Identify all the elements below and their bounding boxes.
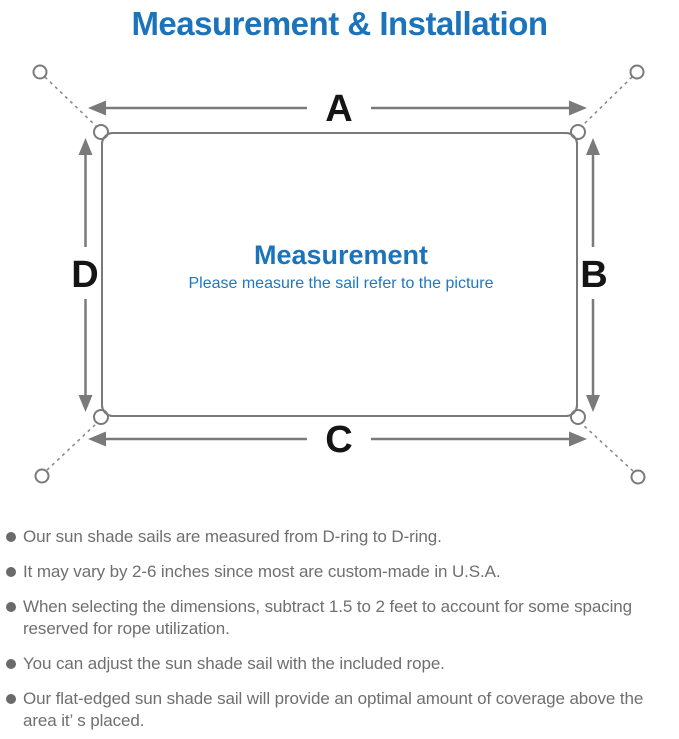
note-item: When selecting the dimensions, subtract … — [6, 596, 663, 640]
rope-line-top-left — [44, 76, 98, 128]
dim-label-c: C — [325, 419, 352, 461]
arrowhead-d-up — [78, 138, 93, 155]
d-ring-bottom-right — [570, 409, 586, 425]
rope-line-top-right — [580, 76, 633, 128]
rope-line-bottom-right — [580, 422, 634, 472]
note-text: You can adjust the sun shade sail with t… — [23, 654, 445, 673]
note-item: It may vary by 2-6 inches since most are… — [6, 561, 663, 583]
note-item: You can adjust the sun shade sail with t… — [6, 653, 663, 675]
d-ring-top-left — [93, 124, 109, 140]
bullet-dot — [6, 567, 16, 577]
diagram-center-text: Measurement Please measure the sail refe… — [188, 240, 493, 292]
note-text: Our flat-edged sun shade sail will provi… — [23, 689, 644, 730]
note-text: Our sun shade sails are measured from D-… — [23, 527, 442, 546]
dimension-d: D — [71, 138, 99, 412]
diagram-heading: Measurement — [254, 240, 428, 270]
measurement-diagram: A C D B Measurement Pl — [32, 64, 646, 485]
bullet-dot — [6, 659, 16, 669]
note-text: It may vary by 2-6 inches since most are… — [23, 562, 501, 581]
note-text: When selecting the dimensions, subtract … — [23, 597, 632, 638]
diagram-subtitle: Please measure the sail refer to the pic… — [188, 275, 493, 292]
d-rings — [93, 124, 586, 425]
arrowhead-b-up — [586, 138, 600, 155]
arrowhead-a-right — [569, 100, 587, 116]
dimension-c: C — [88, 419, 587, 461]
dimension-a: A — [88, 88, 587, 130]
note-item: Our sun shade sails are measured from D-… — [6, 526, 663, 548]
note-item: Our flat-edged sun shade sail will provi… — [6, 688, 663, 732]
dim-label-b: B — [580, 254, 607, 296]
page-title: Measurement & Installation — [131, 5, 548, 42]
dim-label-d: D — [71, 254, 98, 296]
dim-label-a: A — [325, 88, 352, 130]
arrowhead-d-down — [78, 395, 93, 412]
rope-line-bottom-left — [46, 422, 98, 471]
arrowhead-c-left — [88, 431, 106, 447]
arrowhead-a-left — [88, 100, 106, 116]
rope-dashed-lines — [44, 76, 634, 472]
bullet-dot — [6, 694, 16, 704]
anchor-circle-bottom-right — [630, 469, 646, 485]
anchor-circle-bottom-left — [34, 468, 50, 484]
arrowhead-b-down — [586, 395, 600, 412]
bullet-dot — [6, 602, 16, 612]
anchor-circle-top-right — [629, 64, 645, 80]
d-ring-top-right — [570, 124, 586, 140]
dimension-b: B — [580, 138, 608, 412]
notes-list: Our sun shade sails are measured from D-… — [0, 514, 679, 732]
anchor-circle-top-left — [32, 64, 48, 80]
sail-outline-top — [101, 132, 578, 417]
arrowhead-c-right — [569, 431, 587, 447]
sail-face — [104, 135, 575, 414]
d-ring-bottom-left — [93, 409, 109, 425]
anchor-points — [32, 64, 646, 485]
bullet-dot — [6, 532, 16, 542]
